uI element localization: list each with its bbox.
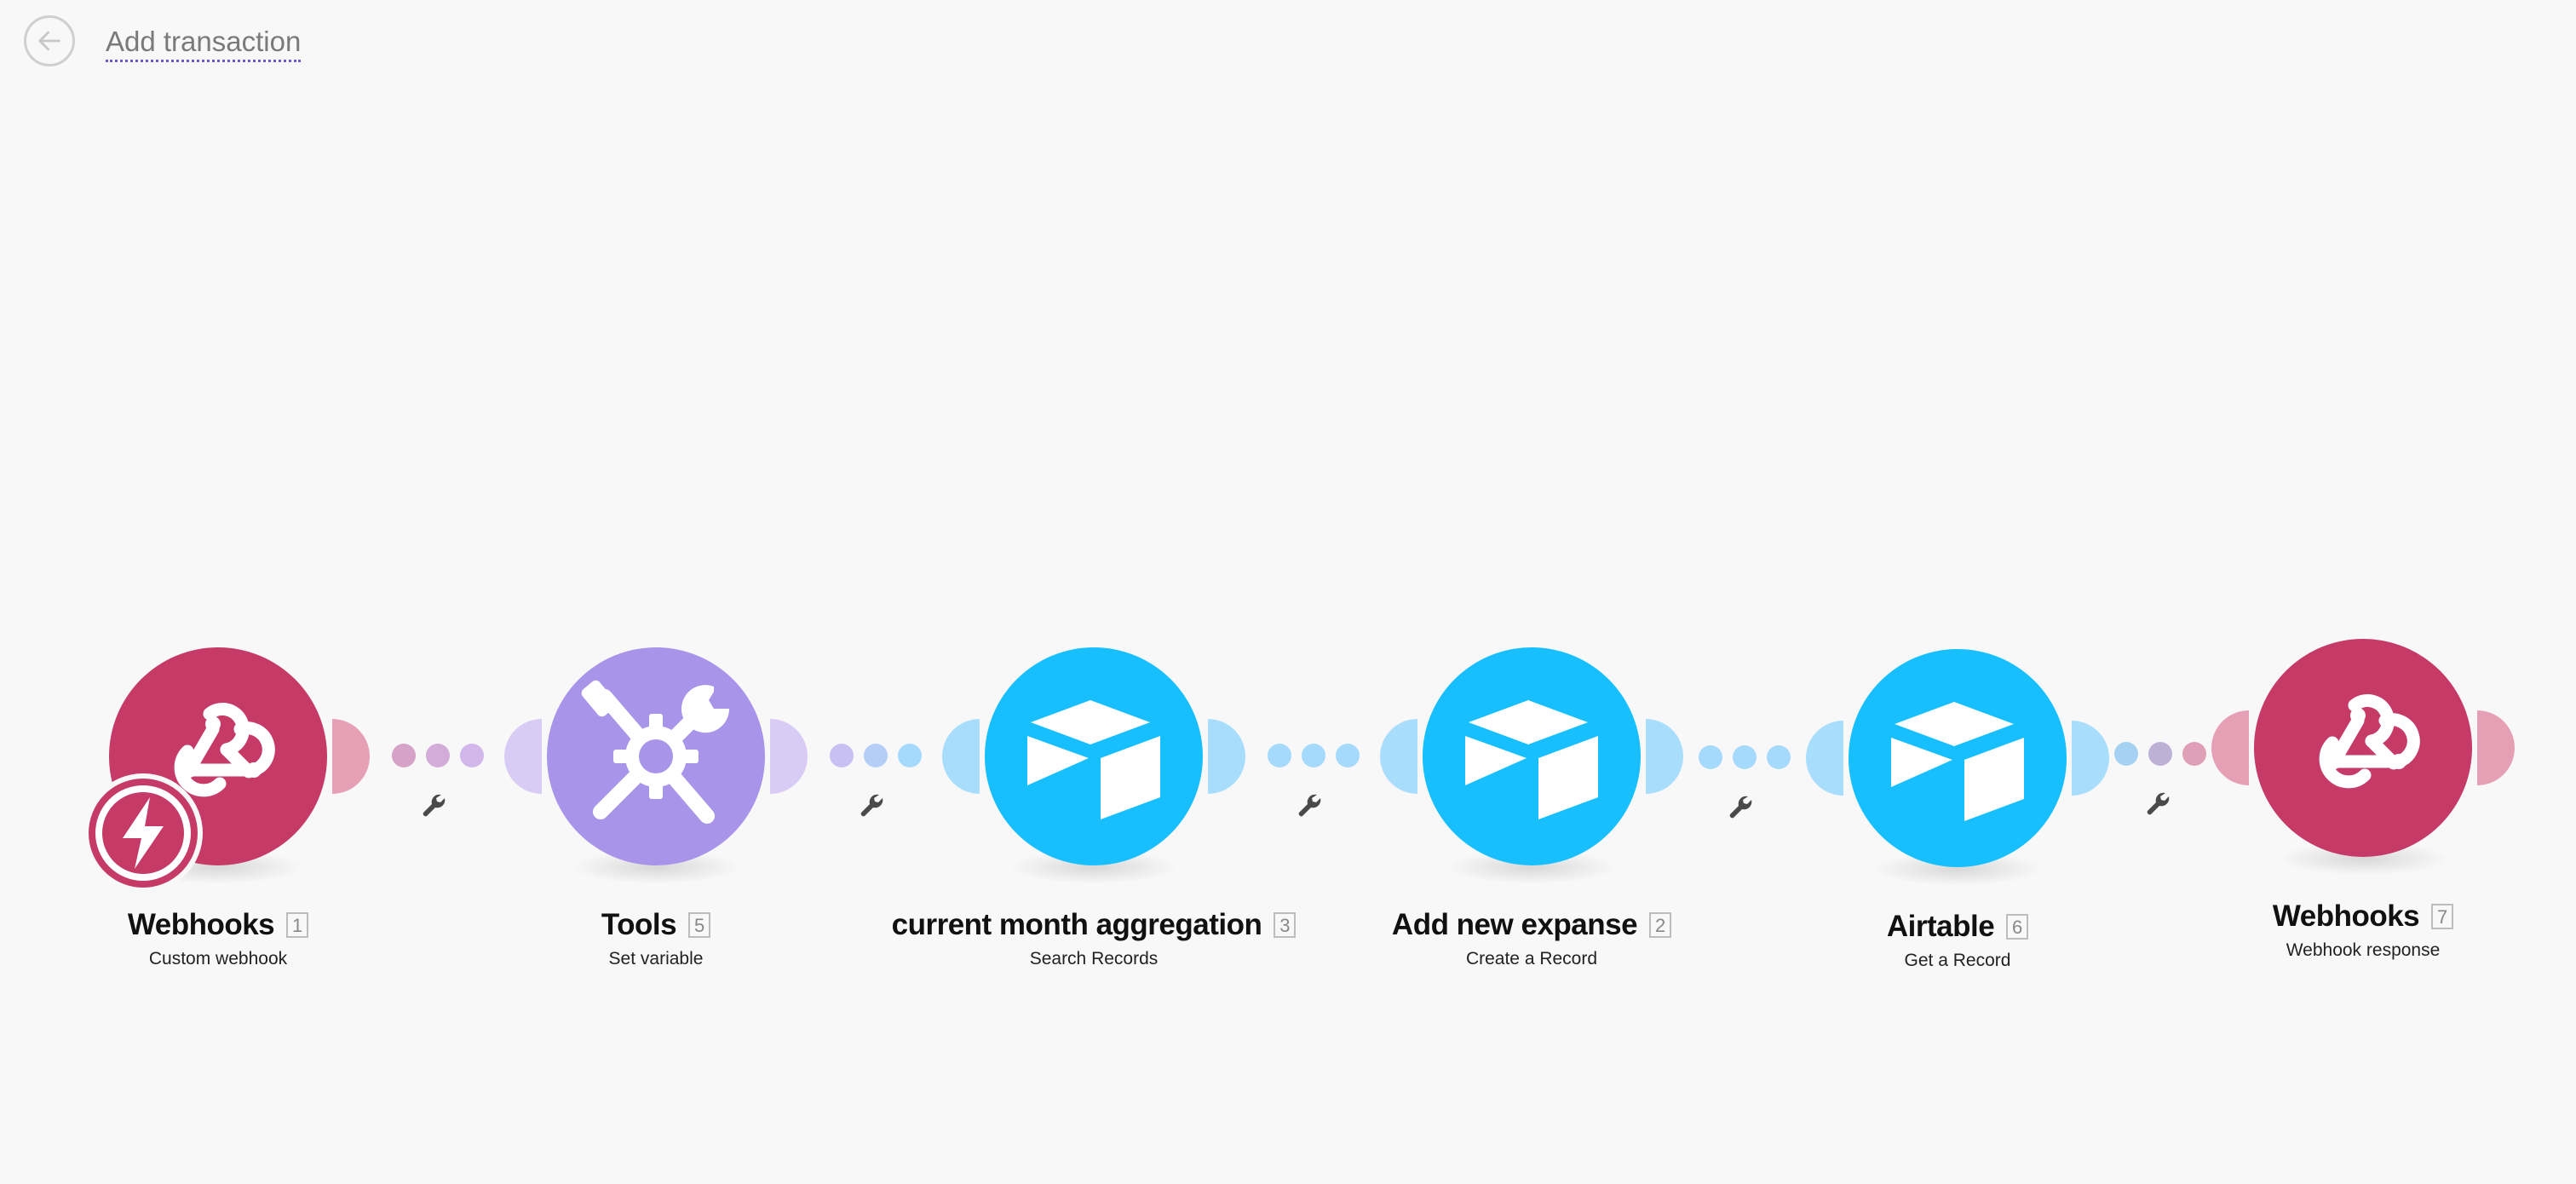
output-handle[interactable] [770,719,808,794]
module-label: Tools 5 Set variable [315,908,997,969]
module-number-badge: 5 [688,912,711,938]
connection-dot [460,744,484,767]
input-handle[interactable] [942,719,980,794]
connection-dot [426,744,450,767]
input-handle[interactable] [2211,710,2249,785]
module-title: Add new expanse [1391,908,1638,941]
connection-dot [1733,745,1757,769]
output-handle[interactable] [2072,721,2109,796]
module-title: Webhooks [2272,899,2420,933]
module-circle[interactable] [1849,649,2067,867]
connection-dot [2114,742,2138,766]
connection-dot [864,744,888,767]
connection-dot [2182,742,2206,766]
connection-dot [392,744,416,767]
module-number-badge: 7 [2431,904,2454,929]
output-handle[interactable] [1646,719,1683,794]
output-handle[interactable] [2477,710,2515,785]
module-label: Add new expanse 2 Create a Record [1191,908,1872,969]
module-subtitle: Custom webhook [148,949,288,968]
connection-dot [2148,742,2172,766]
connection-dot [830,744,854,767]
connection-dot [1699,745,1722,769]
airtable-icon [1465,700,1598,819]
input-handle[interactable] [1806,721,1843,796]
module-title: Tools [601,908,677,941]
scenario-title[interactable]: Add transaction [106,26,302,62]
connection-dot [1336,744,1360,767]
wrench-icon[interactable] [860,792,889,821]
connection-dot [1767,745,1791,769]
wrench-icon[interactable] [1298,792,1327,821]
module-subtitle: Create a Record [1465,949,1598,968]
module-label: Webhooks 7 Webhook response [2022,899,2576,961]
module-circle[interactable] [1423,647,1641,865]
airtable-icon [1027,700,1160,819]
input-handle[interactable] [1380,719,1417,794]
module-title: Webhooks [127,908,275,941]
wrench-icon[interactable] [423,792,451,821]
webhook-icon [2278,663,2448,833]
module-label: current month aggregation 3 Search Record… [753,908,1435,969]
lightning-bolt-icon [123,797,164,869]
input-handle[interactable] [504,719,542,794]
connection-dot [1268,744,1291,767]
module-number-badge: 3 [1274,912,1297,938]
airtable-icon [1891,702,2024,821]
module-circle[interactable] [2254,639,2472,857]
connection-dot [898,744,922,767]
trigger-badge[interactable] [83,773,203,893]
module-subtitle: Set variable [608,949,704,968]
module-number-badge: 6 [2006,914,2029,940]
back-button[interactable] [24,15,75,66]
module-label: Airtable 6 Get a Record [1617,910,2298,971]
module-subtitle: Webhook response [2286,940,2441,960]
module-number-badge: 1 [286,912,309,938]
module-circle[interactable] [547,647,765,865]
connection-dot [1302,744,1325,767]
arrow-left-icon [38,31,60,51]
wrench-icon[interactable] [1729,794,1758,823]
module-subtitle: Search Records [1029,949,1159,968]
module-subtitle: Get a Record [1904,951,2011,970]
module-title: Airtable [1886,910,1995,943]
module-title: current month aggregation [891,908,1262,941]
module-label: Webhooks 1 Custom webhook [0,908,559,969]
wrench-icon[interactable] [2147,790,2176,819]
module-circle[interactable] [985,647,1203,865]
output-handle[interactable] [332,719,370,794]
output-handle[interactable] [1208,719,1245,794]
tools-icon [571,671,741,842]
module-number-badge: 2 [1649,912,1672,938]
